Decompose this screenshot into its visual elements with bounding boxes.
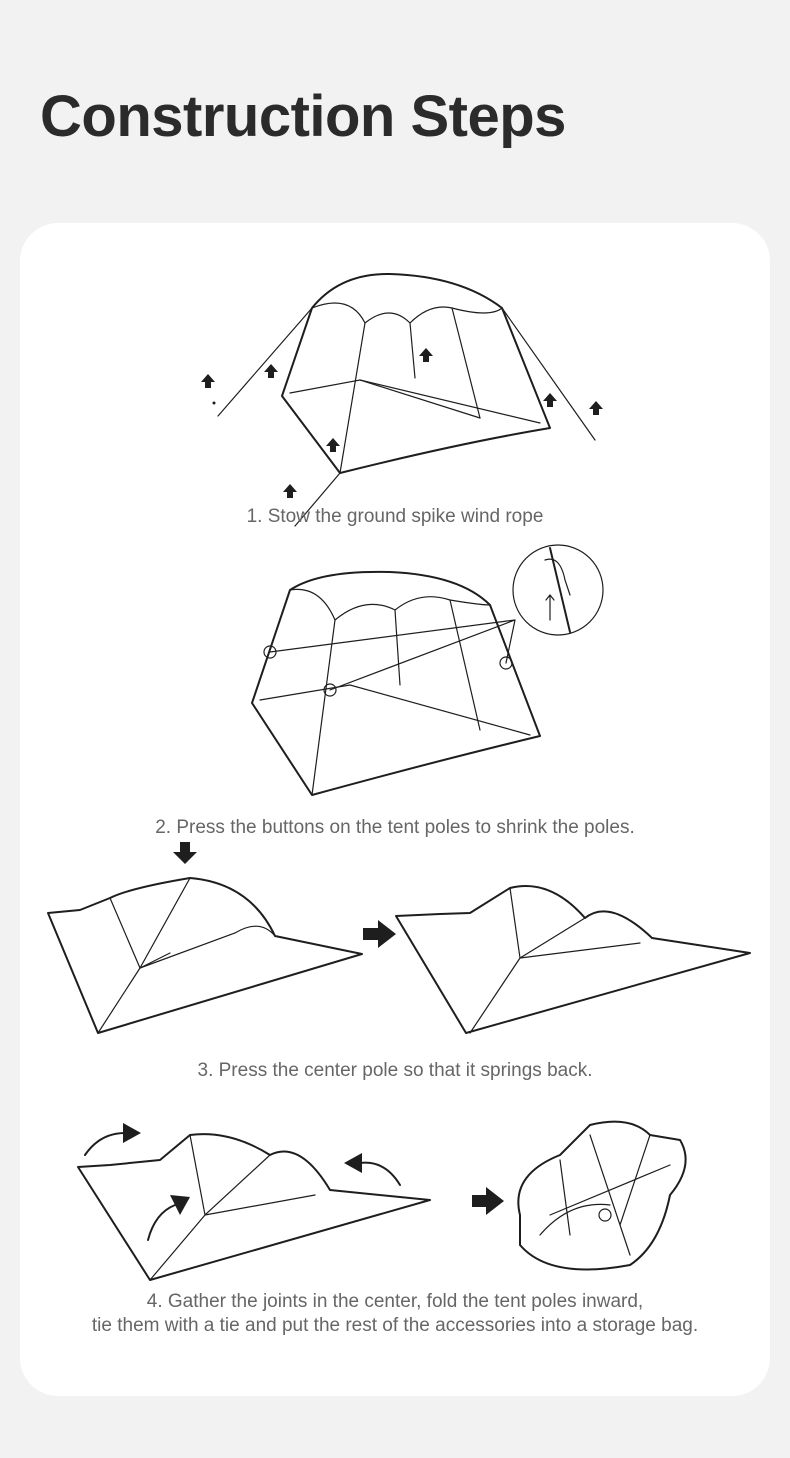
step3-illustration	[47, 842, 751, 1034]
step4-illustration	[77, 1120, 687, 1281]
curved-arrow-icon	[344, 1153, 401, 1186]
up-arrow-icon	[283, 484, 297, 498]
up-arrow-icon	[264, 364, 278, 378]
step1-caption: 1. Stow the ground spike wind rope	[246, 506, 544, 527]
step4-caption-line2: tie them with a tie and put the rest of …	[91, 1315, 699, 1336]
up-arrow-icon	[201, 374, 216, 405]
up-arrow-icon	[419, 348, 433, 362]
step1-illustration	[201, 272, 603, 527]
up-arrow-icon	[545, 594, 555, 621]
curved-arrow-icon	[84, 1123, 141, 1156]
step3-caption: 3. Press the center pole so that it spri…	[197, 1060, 593, 1081]
step2-illustration	[251, 544, 604, 796]
down-arrow-icon	[173, 842, 197, 864]
right-arrow-icon	[363, 920, 396, 948]
up-arrow-icon	[543, 393, 557, 407]
step4-caption-line1: 4. Gather the joints in the center, fold…	[146, 1291, 644, 1312]
right-arrow-icon	[472, 1187, 504, 1215]
instructions-card	[20, 223, 770, 1396]
step2-caption: 2. Press the buttons on the tent poles t…	[155, 817, 635, 838]
curved-arrow-icon	[147, 1195, 190, 1241]
up-arrow-icon	[589, 401, 603, 415]
page-title: Construction Steps	[40, 84, 566, 149]
up-arrow-icon	[326, 438, 340, 452]
